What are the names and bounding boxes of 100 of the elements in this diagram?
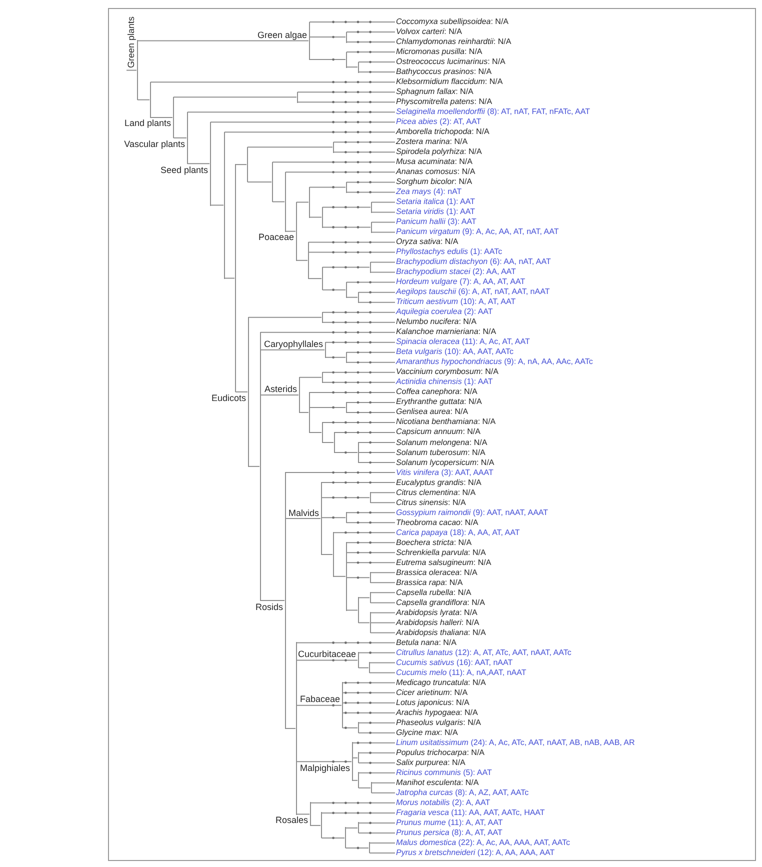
species-label: Salix purpurea: N/A	[396, 758, 466, 768]
branch-line	[369, 672, 396, 674]
branch-line	[322, 266, 370, 268]
species-label: Brachypodium stacei (2): AA, AAT	[396, 267, 516, 278]
branch-line	[334, 432, 396, 433]
branch-line	[370, 262, 396, 263]
clade-label: Malvids	[288, 508, 319, 518]
branch-line	[309, 186, 346, 188]
branch-line	[342, 727, 358, 728]
species-label: Musa acuminata: N/A	[396, 157, 472, 168]
branch-line	[358, 752, 396, 754]
species-label: Solanum lycopersicum: N/A	[396, 458, 494, 468]
branch-line	[346, 52, 396, 53]
species-label: Aquilegia coerulea (2): AAT	[396, 307, 493, 318]
branch-line	[322, 442, 334, 443]
species-label: Eutrema salsugineum: N/A	[396, 558, 492, 568]
clade-label: Rosids	[255, 602, 283, 612]
species-label: Spirodela polyrhiza: N/A	[396, 147, 482, 158]
branch-line	[358, 667, 369, 668]
branch-line	[333, 576, 346, 577]
branch-line	[346, 577, 370, 578]
species-label: Brassica oleracea: N/A	[396, 568, 478, 578]
species-label: Arabidopsis thaliana: N/A	[396, 628, 486, 638]
branch-line	[342, 702, 396, 704]
species-label: Zostera marina: N/A	[396, 137, 468, 148]
species-label: Picea abies (2): AT, AAT	[396, 117, 482, 128]
species-label: Ricinus communis (5): AAT	[396, 768, 492, 778]
species-label: Prunus mume (11): A, AT, AAT	[396, 818, 503, 828]
branch-line	[346, 192, 396, 193]
branch-line	[358, 302, 396, 303]
branch-line	[358, 442, 396, 443]
species-label: Hordeum vulgare (7): A, AA, AT, AAT	[396, 277, 526, 288]
clade-label: Seed plants	[160, 164, 208, 175]
branch-line	[352, 757, 358, 758]
branch-line	[321, 812, 396, 814]
branch-line	[370, 492, 396, 494]
species-label: Panicum virgatum (9): A, Ac, AA, AT, nAT, AAT	[396, 227, 559, 238]
branch-line	[346, 610, 358, 611]
clade-label: Cucurbitaceae	[298, 649, 356, 660]
species-label: Citrus sinensis: N/A	[396, 498, 466, 508]
branch-line	[345, 827, 358, 828]
branch-line	[322, 382, 396, 383]
clade-label: Caryophyllales	[264, 338, 323, 349]
branch-line	[297, 92, 396, 93]
branch-line	[358, 772, 396, 774]
species-label: Lotus japonicus: N/A	[396, 698, 470, 708]
branch-line	[309, 432, 322, 433]
species-label: Sorghum bicolor: N/A	[396, 177, 472, 188]
branch-line	[150, 116, 173, 118]
species-label: Glycine max: N/A	[396, 728, 458, 738]
branch-line	[333, 532, 396, 534]
branch-line	[260, 394, 299, 396]
species-label: Micromonas pusilla: N/A	[396, 47, 482, 58]
branch-line	[358, 762, 396, 764]
branch-line	[296, 260, 308, 261]
species-label: Bathycoccus prasinos: N/A	[396, 67, 492, 78]
branch-line	[187, 163, 210, 164]
species-label: Volvox carteri: N/A	[396, 27, 462, 37]
species-label: Solanum tuberosum: N/A	[396, 448, 486, 458]
species-label: Gossypium raimondii (9): AAT, nAAT, AAAT	[396, 508, 548, 518]
branch-line	[247, 181, 272, 182]
species-label: Vitis vinifera (3): AAT, AAAT	[396, 468, 494, 478]
species-label: Capsicum annuum: N/A	[396, 427, 480, 438]
species-label: Malus domestica (22): A, Ac, AA, AAA, AAT, AATc	[396, 838, 570, 848]
branch-line	[369, 852, 396, 854]
branch-line	[342, 712, 396, 714]
branch-line	[285, 230, 296, 232]
branch-line	[370, 572, 396, 574]
species-label: Genlisea aurea: N/A	[396, 407, 468, 418]
branch-line	[235, 391, 248, 392]
branch-line	[272, 162, 396, 163]
species-label: Amborella trichopoda: N/A	[396, 127, 490, 138]
branch-line	[150, 82, 396, 83]
branch-line	[260, 600, 285, 601]
species-label: Capsella rubella: N/A	[396, 588, 472, 598]
branch-line	[173, 137, 187, 138]
species-label: Actinidia chinensis (1): AAT	[396, 377, 493, 388]
branch-line	[321, 554, 333, 556]
species-label: Coccomyxa subellipsoidea: N/A	[396, 17, 508, 27]
branch-line	[358, 822, 396, 824]
branch-line	[322, 322, 396, 323]
species-label: Triticum aestivum (10): A, AT, AAT	[396, 297, 516, 308]
branch-line	[272, 201, 285, 202]
branch-line	[285, 472, 396, 474]
species-label: Physcomitrella patens: N/A	[396, 97, 492, 108]
branch-line	[333, 152, 396, 153]
branch-line	[358, 62, 396, 63]
species-label: Aegilops tauschii (6): A, AT, nAT, AAT, nAAT	[396, 287, 550, 298]
species-label: Kalanchoe marnieriana: N/A	[396, 327, 496, 338]
clade-label: Asterids	[264, 384, 297, 394]
branch-line	[260, 349, 325, 350]
branch-line	[342, 692, 396, 694]
species-label: Brassica rapa: N/A	[396, 578, 463, 588]
branch-line	[371, 232, 396, 233]
species-label: Ostreococcus lucimarinus: N/A	[396, 57, 506, 68]
species-label: Jatropha curcas (8): A, AZ, AAT, AATc	[396, 788, 529, 798]
species-label: Prunus persica (8): A, AT, AAT	[396, 828, 502, 838]
species-label: Cucumis sativus (16): AAT, nAAT	[396, 658, 513, 668]
species-label: Cicer arietinum: N/A	[396, 688, 468, 698]
species-label: Amaranthus hypochondriacus (9): A, nA, AA, AAc, AATc	[396, 357, 593, 368]
